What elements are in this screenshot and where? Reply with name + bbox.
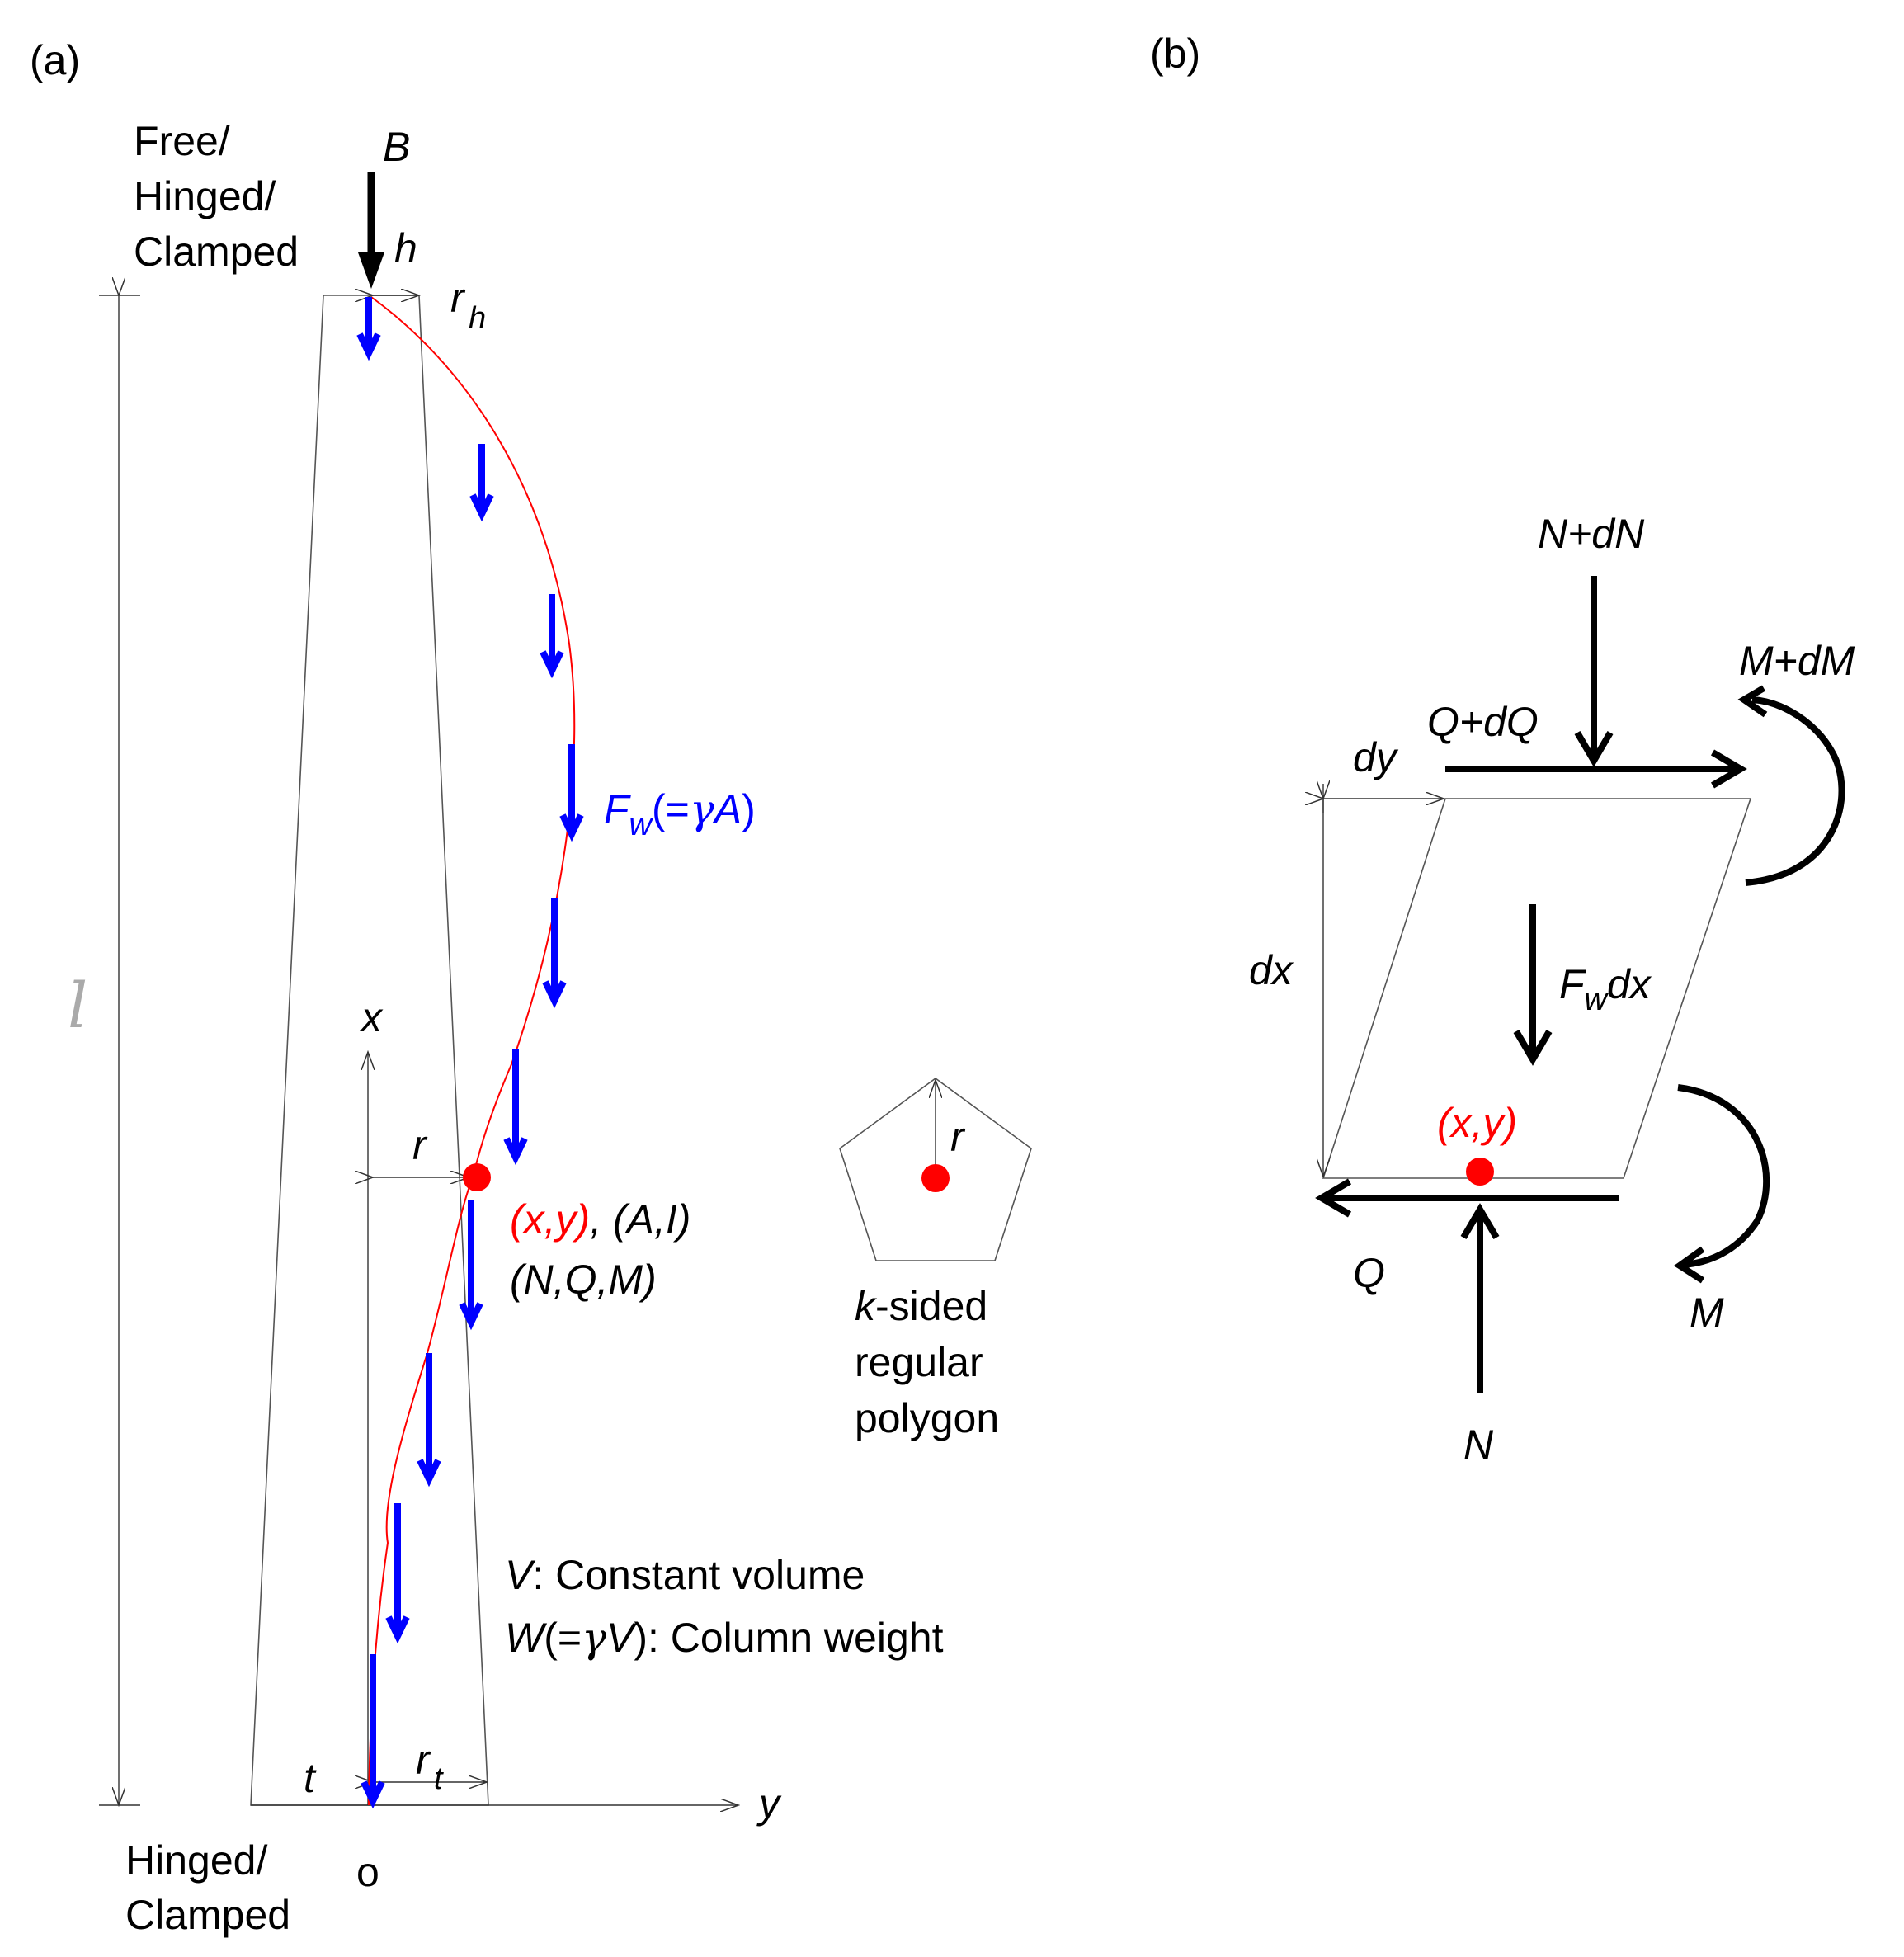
y-axis-label: y — [756, 1780, 782, 1827]
M-head — [1673, 1246, 1705, 1284]
Q-head — [1315, 1178, 1352, 1218]
M-plus-dM-label: M+dM — [1739, 638, 1855, 684]
point-label: (x,y), (A,I) — [510, 1196, 690, 1243]
weight-arrows — [356, 297, 584, 1809]
t-label: t — [304, 1755, 317, 1801]
length-label: l — [68, 969, 87, 1042]
M-arc — [1677, 1084, 1770, 1268]
element-point-label: (x,y) — [1437, 1100, 1517, 1146]
weight-arrow-6 — [503, 1049, 528, 1166]
weight-arrow-8 — [417, 1353, 441, 1488]
Q-label: Q — [1353, 1250, 1385, 1296]
load-B-arrowhead — [358, 252, 384, 289]
rh-sub: h — [469, 301, 486, 336]
rh-label: r — [450, 275, 466, 321]
weight-arrow-5 — [542, 898, 567, 1009]
N-head — [1460, 1203, 1500, 1240]
panel-b-label: (b) — [1150, 31, 1200, 77]
rt-sub: t — [434, 1761, 444, 1796]
weight-arrow-4 — [559, 744, 584, 842]
element-point — [1466, 1158, 1494, 1186]
M-plus-dM-arc — [1745, 696, 1845, 886]
weight-text: W(=γV): Column weight — [505, 1614, 944, 1662]
weight-arrow-2 — [469, 444, 494, 522]
weight-arrow-7 — [459, 1200, 483, 1331]
polygon-caption-3: polygon — [855, 1395, 999, 1441]
volume-text: V: Constant volume — [505, 1552, 865, 1598]
bottom-support-line1: Hinged/ — [125, 1837, 267, 1884]
weight-arrow-1 — [356, 297, 381, 361]
top-support-line1: Free/ — [134, 118, 230, 164]
polygon-caption-2: regular — [855, 1339, 983, 1385]
pentagon-center-point — [921, 1164, 950, 1192]
x-axis-label: x — [360, 994, 384, 1040]
deflection-curve — [368, 296, 576, 1806]
M-label: M — [1690, 1290, 1724, 1336]
dx-label: dx — [1249, 947, 1294, 993]
dy-label: dy — [1353, 734, 1399, 780]
top-support-line2: Hinged/ — [134, 173, 276, 219]
section-point — [463, 1163, 491, 1191]
bottom-support-line2: Clamped — [125, 1892, 290, 1938]
weight-arrow-10 — [361, 1654, 385, 1809]
N-plus-dN-head — [1574, 730, 1614, 767]
origin-label: o — [356, 1849, 379, 1895]
weight-arrow-9 — [385, 1503, 410, 1644]
fw-label: Fw(=γA) — [604, 785, 756, 842]
column-outline — [250, 295, 489, 1806]
weight-arrow-3 — [540, 594, 564, 679]
panel-a-label: (a) — [30, 37, 80, 83]
load-B-label: B — [383, 124, 410, 170]
point-forces-label: (N,Q,M) — [510, 1257, 657, 1303]
pentagon-section — [839, 1078, 1032, 1261]
top-support-line3: Clamped — [134, 229, 299, 275]
h-label: h — [394, 225, 417, 271]
Q-plus-dQ-head — [1710, 749, 1747, 789]
Fw-dx-label: Fwdx — [1559, 961, 1652, 1017]
rt-label: r — [416, 1737, 431, 1783]
N-plus-dN-label: N+dN — [1538, 511, 1645, 557]
Fw-dx-head — [1513, 1029, 1553, 1066]
polygon-caption-1: k-sided — [855, 1283, 987, 1329]
N-label: N — [1463, 1422, 1494, 1468]
Q-plus-dQ-label: Q+dQ — [1427, 699, 1539, 745]
pentagon-r-label: r — [950, 1114, 966, 1160]
r-label: r — [412, 1122, 428, 1168]
element-parallelogram — [1322, 798, 1752, 1179]
M-plus-dM-head — [1737, 685, 1768, 718]
